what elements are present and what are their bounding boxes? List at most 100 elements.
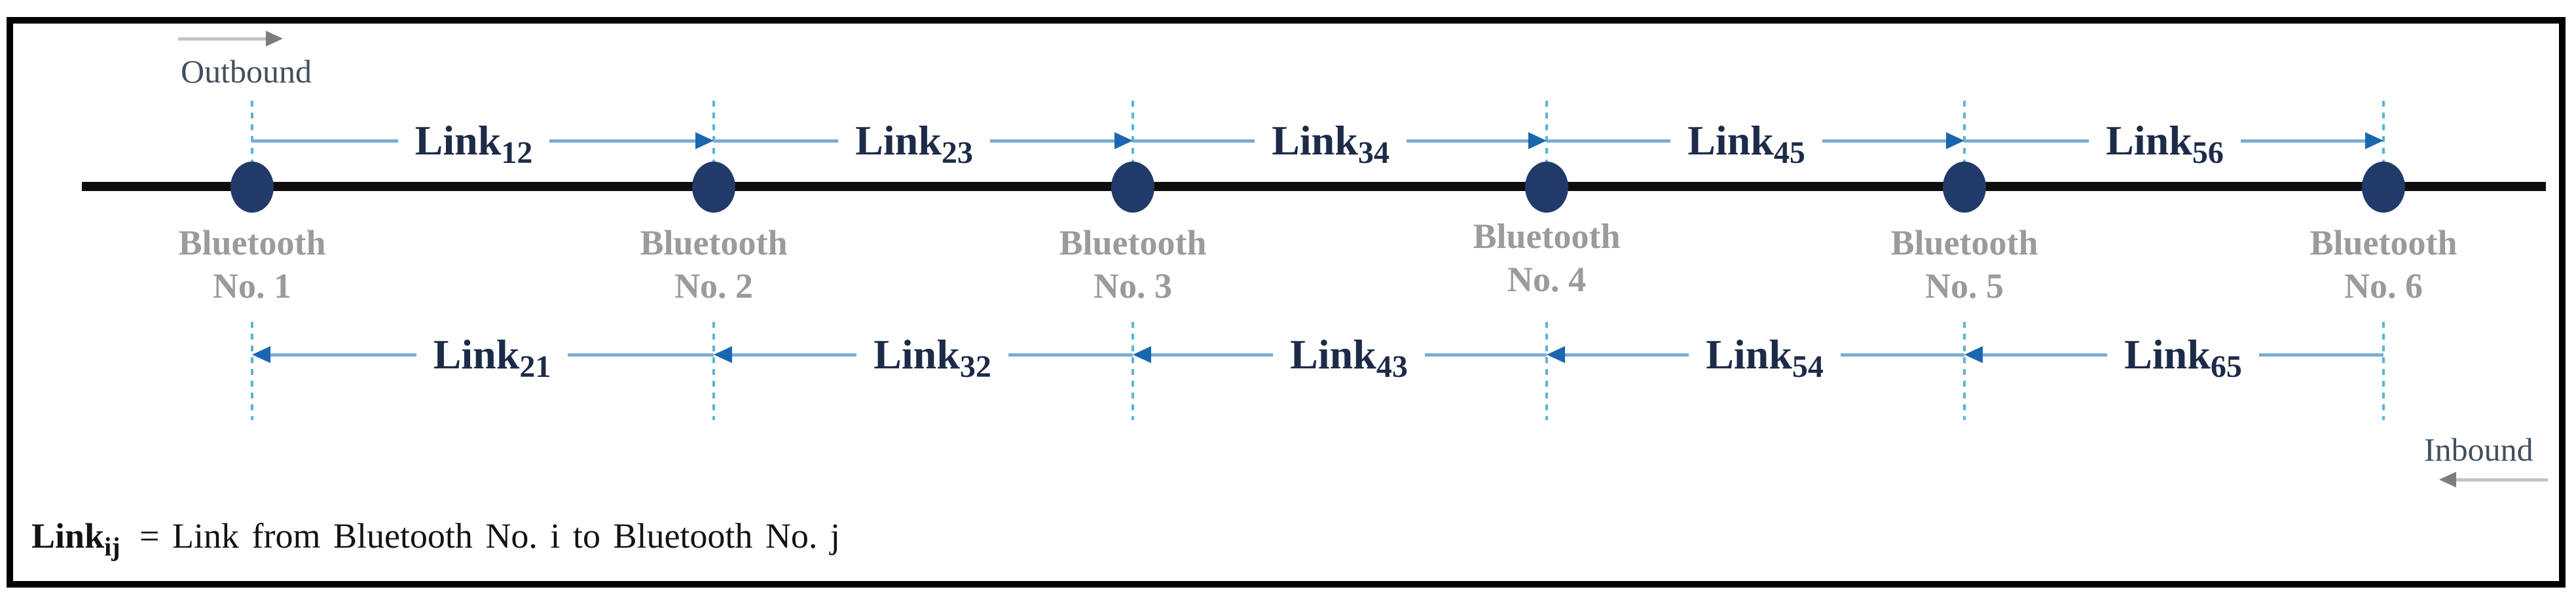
sensor-guide-line-bottom [1545, 322, 1548, 420]
sensor-label-line1: Bluetooth [1473, 217, 1621, 256]
link-line-segment [1822, 139, 1946, 143]
inbound-link: Link21 [252, 331, 714, 383]
link-label-subscript: 12 [501, 135, 533, 171]
link-line-segment [1964, 139, 2089, 143]
sensor-guide-line-top [2382, 101, 2385, 162]
legend-term-subscript: ij [104, 532, 120, 561]
link-label-main: Link [2124, 331, 2211, 378]
sensor-label-line1: Bluetooth [640, 223, 788, 262]
outbound-link: Link34 [1133, 117, 1547, 169]
link-arrowhead-icon [1528, 132, 1547, 149]
link-line-segment [1565, 353, 1689, 357]
outbound-label: Outbound [181, 53, 312, 90]
link-label-main: Link [1290, 331, 1376, 378]
outbound-link: Link23 [714, 117, 1133, 169]
legend: Linkij = Link from Bluetooth No. i to Bl… [31, 516, 840, 561]
link-arrowhead-icon [1964, 346, 1983, 363]
road-line [82, 182, 2546, 191]
link-arrowhead-icon [1114, 132, 1133, 149]
link-label-subscript: 34 [1357, 135, 1389, 171]
sensor-label: Bluetooth No. 3 [1028, 221, 1238, 308]
sensor-label-line2: No. 4 [1507, 260, 1586, 299]
link-line-segment [989, 139, 1114, 143]
link-line-segment [1406, 139, 1528, 143]
inbound-link: Link65 [1964, 331, 2383, 383]
link-arrowhead-icon [1946, 132, 1964, 149]
sensor-label: Bluetooth No. 4 [1442, 215, 1651, 301]
link-label: Link43 [1290, 331, 1408, 383]
sensor-guide-line-top [251, 101, 253, 162]
sensor-guide-line-bottom [1132, 322, 1134, 420]
link-line-segment [270, 353, 416, 357]
sensor-dot-icon [230, 162, 274, 213]
outbound-arrow-icon [266, 31, 283, 46]
link-line-segment [1547, 139, 1671, 143]
sensor-guide-line-top [1963, 101, 1966, 162]
link-label-main: Link [1272, 117, 1358, 164]
link-label: Link21 [433, 331, 551, 383]
link-line-segment [568, 353, 714, 357]
sensor-label-line1: Bluetooth [178, 223, 326, 262]
outbound-link: Link56 [1964, 120, 2383, 169]
inbound-label: Inbound [2424, 431, 2533, 468]
sensor-guide-line-top [712, 101, 715, 162]
link-label: Link45 [1687, 117, 1805, 169]
sensor-dot-icon [692, 162, 735, 213]
outbound-link: Link12 [252, 120, 714, 169]
inbound-link: Link43 [1133, 331, 1547, 383]
legend-term: Linkij [31, 516, 120, 561]
sensor-label-line1: Bluetooth [2309, 223, 2457, 262]
sensor-dot-icon [2362, 162, 2405, 213]
sensor-label-line1: Bluetooth [1890, 223, 2038, 262]
link-line-segment [2240, 139, 2365, 143]
link-label-subscript: 23 [941, 135, 973, 171]
link-arrowhead-icon [714, 346, 732, 363]
link-line-segment [1983, 353, 2108, 357]
link-line-segment [549, 139, 695, 143]
sensor-label-line2: No. 1 [213, 266, 291, 306]
sensor-label: Bluetooth No. 5 [1860, 221, 2069, 308]
link-label-subscript: 56 [2192, 135, 2224, 171]
sensor-dot-icon [1111, 162, 1154, 213]
link-arrowhead-icon [1547, 346, 1565, 363]
link-label-main: Link [1687, 117, 1774, 164]
link-label-subscript: 45 [1773, 135, 1805, 171]
link-arrowhead-icon [1133, 346, 1151, 363]
sensor-guide-line-top [1545, 101, 1548, 162]
sensor-label: Bluetooth No. 2 [609, 221, 819, 308]
link-line-segment [1840, 353, 1964, 357]
sensor-label-line1: Bluetooth [1059, 223, 1207, 262]
link-line-segment [732, 353, 857, 357]
link-label-subscript: 43 [1376, 349, 1408, 385]
link-label: Link54 [1706, 331, 1824, 383]
legend-definition: = Link from Bluetooth No. i to Bluetooth… [139, 516, 840, 556]
sensor-dot-icon [1943, 162, 1986, 213]
link-label-main: Link [433, 331, 520, 378]
link-label: Link23 [855, 117, 973, 169]
sensor-label: Bluetooth No. 6 [2279, 221, 2488, 308]
link-label-main: Link [1706, 331, 1792, 378]
link-label: Link56 [2106, 120, 2224, 169]
link-label-subscript: 54 [1792, 349, 1824, 385]
inbound-link: Link32 [714, 331, 1133, 383]
sensor-guide-line-top [1132, 101, 1134, 162]
link-label: Link34 [1272, 117, 1389, 169]
link-label-subscript: 65 [2210, 349, 2242, 385]
link-label: Link12 [415, 120, 533, 169]
link-label-main: Link [874, 331, 960, 378]
legend-term-main: Link [31, 516, 105, 556]
link-label-subscript: 32 [959, 349, 991, 385]
link-line-segment [252, 139, 398, 143]
link-arrowhead-icon [252, 346, 270, 363]
figure-frame [7, 17, 2566, 588]
inbound-arrow-line [2456, 478, 2548, 482]
sensor-guide-line-bottom [1963, 322, 1966, 420]
sensor-label-line2: No. 2 [674, 266, 753, 306]
link-label-main: Link [855, 117, 942, 164]
link-label: Link32 [874, 331, 991, 383]
link-line-segment [2258, 353, 2383, 357]
sensor-label-line2: No. 3 [1094, 266, 1172, 306]
inbound-arrow-icon [2439, 472, 2456, 487]
inbound-link: Link54 [1547, 331, 1964, 383]
sensor-guide-line-bottom [712, 322, 715, 420]
